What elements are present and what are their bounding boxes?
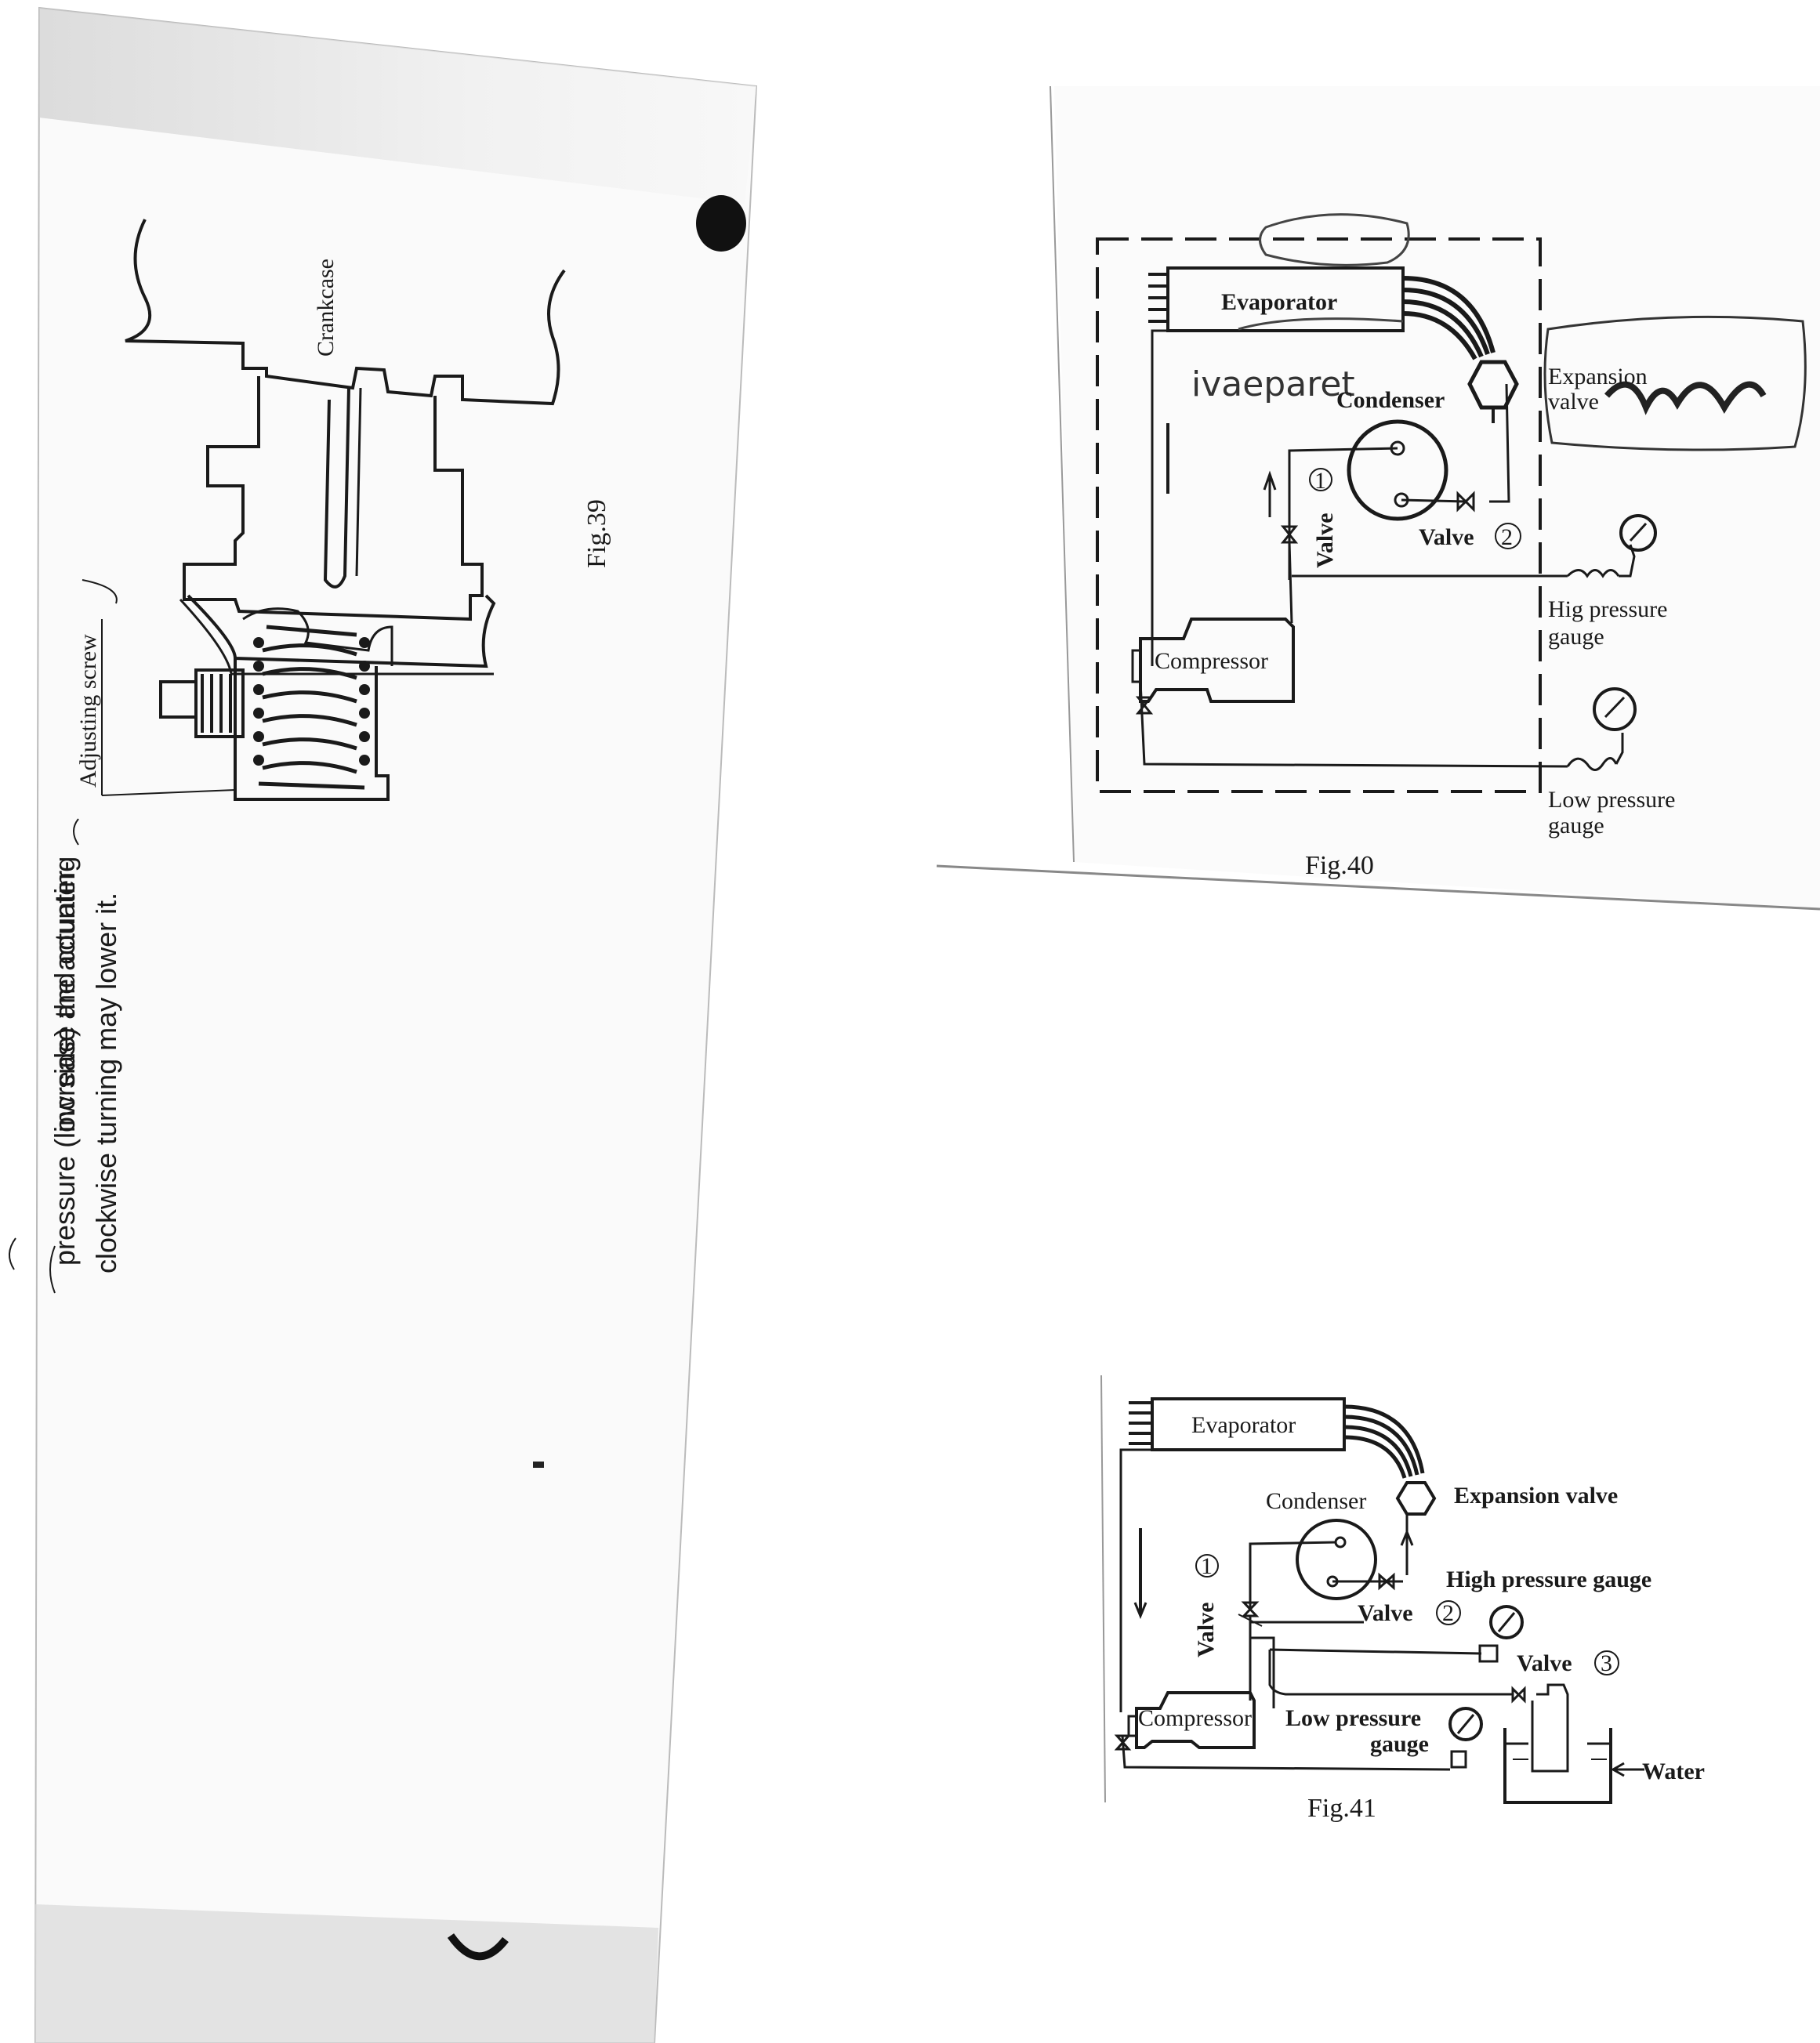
fig41-valve1-label: Valve [1193,1602,1219,1657]
fig40-expansion-label-1: Expansion [1548,364,1648,389]
fig41-valve2-label: Valve [1358,1600,1413,1626]
fig41-high-gauge-label: High pressure gauge [1446,1567,1651,1592]
fig41-valve3-num: 3 [1601,1650,1612,1676]
fig40-low-gauge-label-1: Low pressure [1548,787,1675,813]
fig40-caption: Fig.40 [1305,851,1374,880]
fig41-evaporator-label: Evaporator [1191,1412,1296,1438]
fig40-valve2-num: 2 [1501,524,1513,550]
fig41-condenser [1297,1520,1376,1599]
fig40-high-gauge-label-2: gauge [1548,624,1604,650]
fig39-body-text-3: clockwise turning may lower it. [90,893,122,1273]
fig40-sheet [937,86,1820,909]
fig39-adjusting-screw-label: Adjusting screw [75,634,101,788]
fig40-low-gauge-label-2: gauge [1548,813,1604,839]
fig39-caption: Fig.39 [582,499,611,568]
left-sheet [35,8,756,2043]
fig40-expansion-label-2: valve [1548,389,1599,415]
fig41-condenser-label: Condenser [1266,1488,1366,1514]
fig41-valve2-num: 2 [1442,1600,1454,1626]
fig40-handwriting: ivaeparet [1191,364,1355,404]
fig40-evaporator-label: Evaporator [1221,289,1337,315]
fig41-compressor-label: Compressor [1138,1705,1252,1731]
punch-hole [696,195,746,252]
fig41-low-gauge-label-1: Low pressure [1285,1705,1421,1731]
fig41-labels: Evaporator Condenser Expansion valve Hig… [1138,1412,1705,1823]
fig40-condenser-label: Condenser [1336,387,1445,413]
fig41-water-label: Water [1642,1759,1705,1784]
fig40-valve2-label: Valve [1419,524,1474,550]
fig41-caption: Fig.41 [1307,1794,1376,1823]
fig41-low-gauge-label-2: gauge [1370,1731,1429,1757]
fig40-compressor-label: Compressor [1155,648,1268,674]
fig39-body-text-2: pressure (low side) and counter- [49,861,81,1266]
fig41-valve1-num: 1 [1201,1553,1213,1579]
fig40-valve1-num: 1 [1314,468,1326,494]
fig39-crankcase-label: Crankcase [313,259,339,357]
fig41-sheet [1101,1375,1105,1802]
fig41-expansion-label: Expansion valve [1454,1483,1618,1509]
fig40-valve1-label: Valve [1312,513,1338,568]
fig40-high-gauge-label-1: Hig pressure [1548,596,1667,622]
fig41-valve3-label: Valve [1517,1650,1572,1676]
